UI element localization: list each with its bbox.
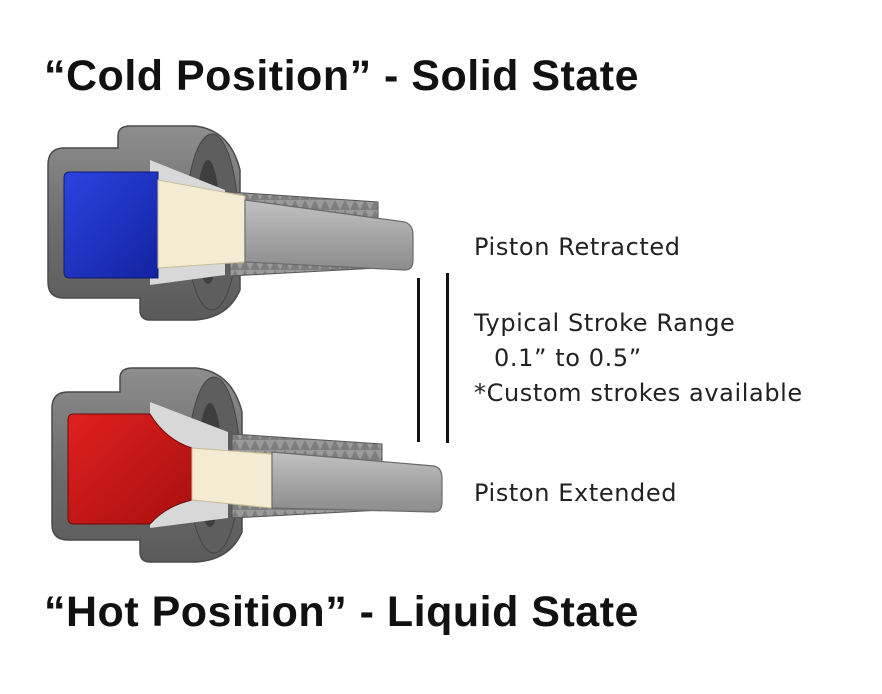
hot-position-title: “Hot Position” - Liquid State — [44, 588, 639, 636]
cold-position-title: “Cold Position” - Solid State — [44, 52, 639, 100]
cold-solid-wax — [63, 171, 159, 279]
hot-piston — [271, 451, 443, 513]
stroke-range-label: Typical Stroke Range — [474, 309, 736, 337]
stroke-range-block: Typical Stroke Range 0.1” to 0.5” *Custo… — [474, 306, 803, 411]
stroke-indicator-line-left — [417, 278, 420, 442]
piston-retracted-label: Piston Retracted — [474, 233, 681, 261]
stroke-indicator-line-right — [446, 273, 449, 443]
stroke-range-values: 0.1” to 0.5” — [494, 344, 642, 372]
custom-strokes-note: *Custom strokes available — [474, 379, 803, 407]
hot-plug — [191, 447, 273, 509]
cold-piston — [244, 199, 414, 271]
piston-extended-label: Piston Extended — [474, 479, 678, 507]
